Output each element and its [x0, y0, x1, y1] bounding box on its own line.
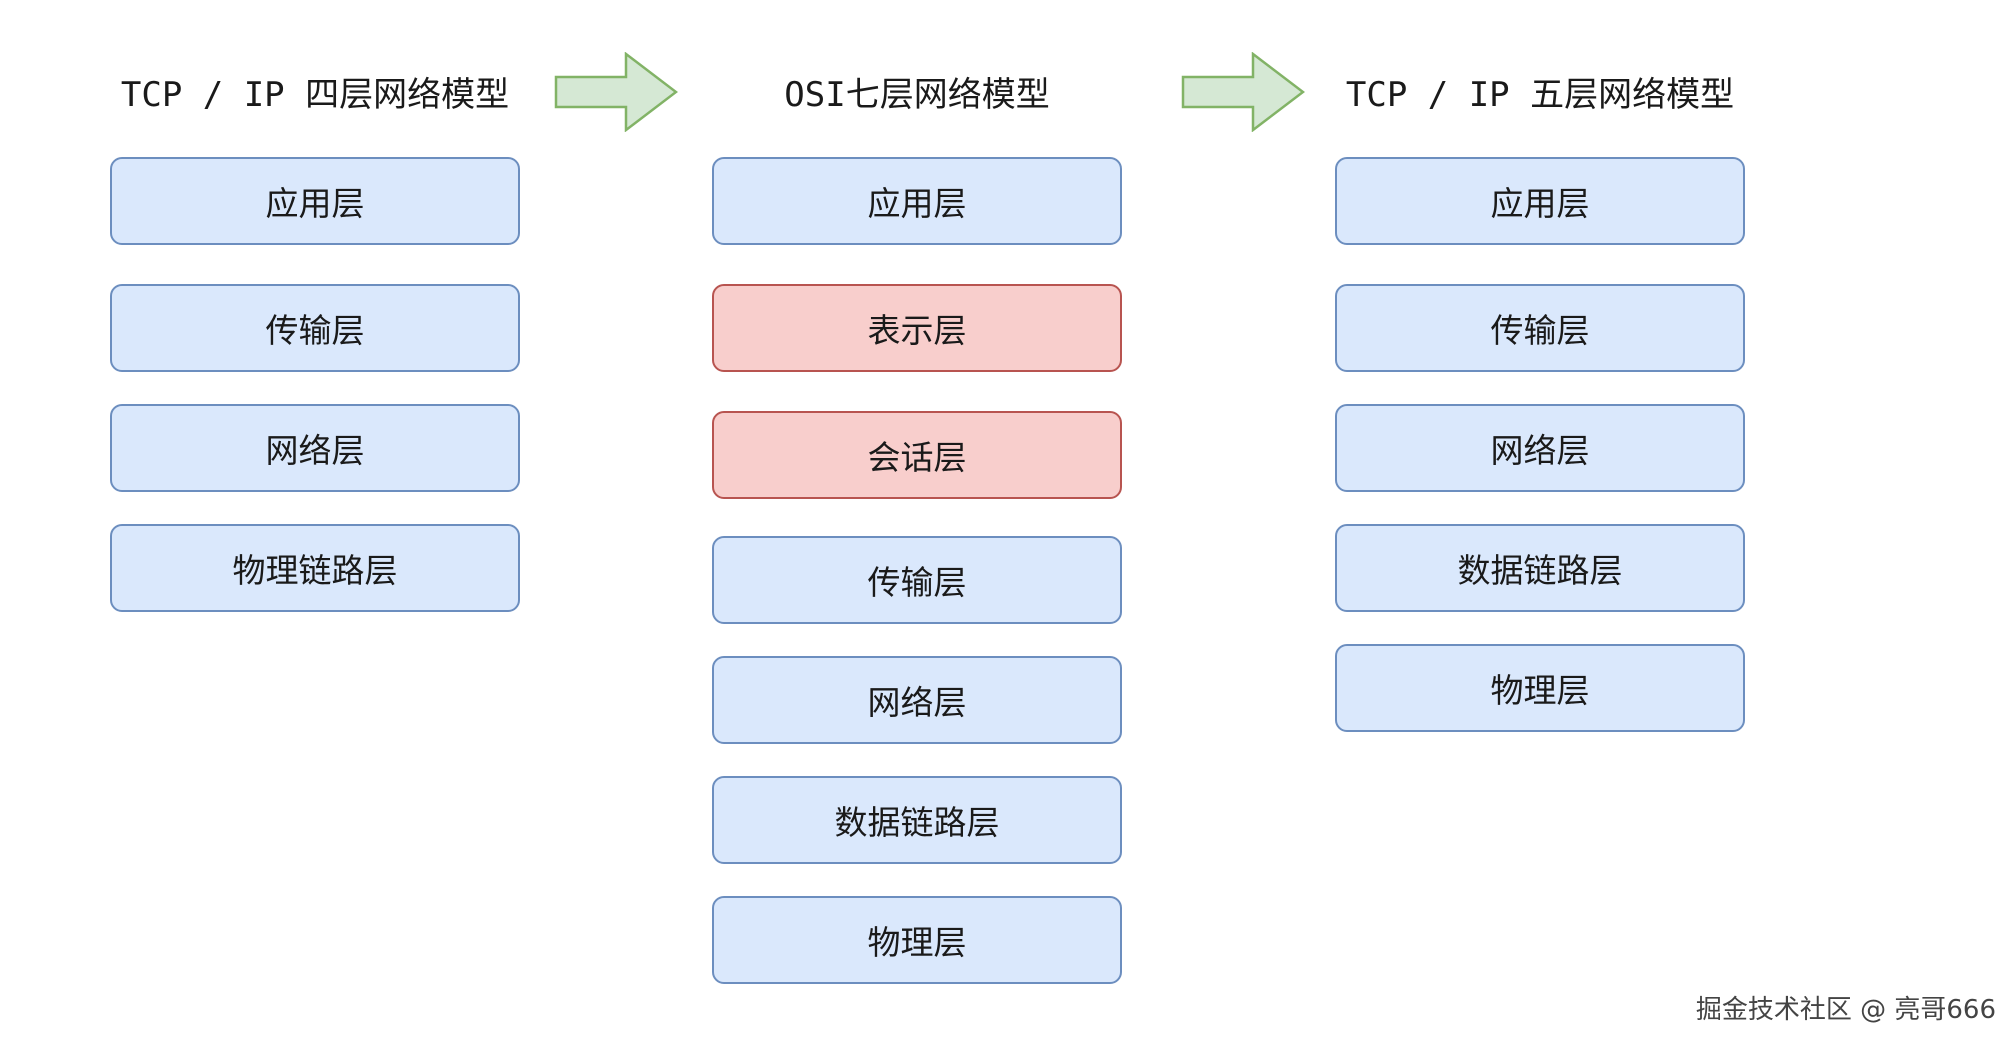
layer-box-transport: 传输层: [1335, 284, 1745, 372]
layer-box-network: 网络层: [110, 404, 520, 492]
layer-box-network: 网络层: [712, 656, 1122, 744]
column-title-tcpip-4: TCP / IP 四层网络模型: [120, 75, 510, 115]
watermark-text: 掘金技术社区 @ 亮哥666: [1695, 995, 1996, 1025]
layer-box-presentation: 表示层: [712, 284, 1122, 372]
column-title-osi-7: OSI七层网络模型: [784, 75, 1050, 115]
layer-box-session: 会话层: [712, 411, 1122, 499]
layer-box-network: 网络层: [1335, 404, 1745, 492]
layer-box-physical: 物理层: [1335, 644, 1745, 732]
layer-box-application: 应用层: [1335, 157, 1745, 245]
layer-box-data-link: 数据链路层: [712, 776, 1122, 864]
right-arrow-icon: [554, 52, 678, 132]
layer-box-transport: 传输层: [712, 536, 1122, 624]
layer-box-physical-link: 物理链路层: [110, 524, 520, 612]
layer-box-application: 应用层: [110, 157, 520, 245]
column-title-tcpip-5: TCP / IP 五层网络模型: [1345, 75, 1735, 115]
layer-box-physical: 物理层: [712, 896, 1122, 984]
right-arrow-icon: [1181, 52, 1305, 132]
layer-box-application: 应用层: [712, 157, 1122, 245]
layer-box-data-link: 数据链路层: [1335, 524, 1745, 612]
layer-box-transport: 传输层: [110, 284, 520, 372]
